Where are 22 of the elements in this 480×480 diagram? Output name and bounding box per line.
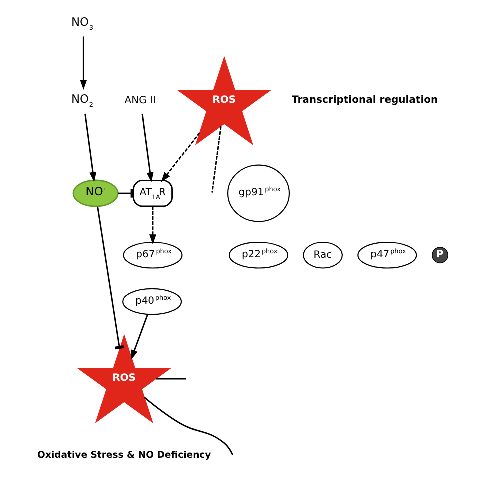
arrow bbox=[161, 132, 200, 182]
node-ellipse: Rac bbox=[303, 242, 343, 269]
connector bbox=[97, 206, 124, 350]
node-circle: P bbox=[432, 247, 448, 264]
node-box: AT$_{1A}$R bbox=[132, 180, 173, 208]
label: Transcriptional regulation bbox=[292, 94, 438, 106]
node-ellipse: p22$^{phox}$ bbox=[229, 242, 289, 269]
node-circle: gp91$^{phox}$ bbox=[228, 164, 290, 222]
connector bbox=[212, 126, 222, 193]
node-ellipse: p47$^{phox}$ bbox=[358, 242, 418, 269]
node-ellipse: NO$^{·}$ bbox=[72, 180, 119, 208]
node-text: ANG II bbox=[124, 96, 156, 107]
arrow bbox=[149, 206, 156, 245]
arrow bbox=[84, 114, 97, 182]
connector bbox=[156, 378, 186, 380]
arrow bbox=[142, 114, 154, 183]
arrow bbox=[131, 314, 148, 360]
arrow bbox=[80, 36, 88, 90]
node-ellipse: p67$^{phox}$ bbox=[123, 242, 183, 269]
connector bbox=[144, 397, 234, 456]
node-ellipse: p40$^{phox}$ bbox=[122, 288, 182, 316]
node-label: Oxidative Stress & NO Deficiency bbox=[38, 450, 212, 461]
